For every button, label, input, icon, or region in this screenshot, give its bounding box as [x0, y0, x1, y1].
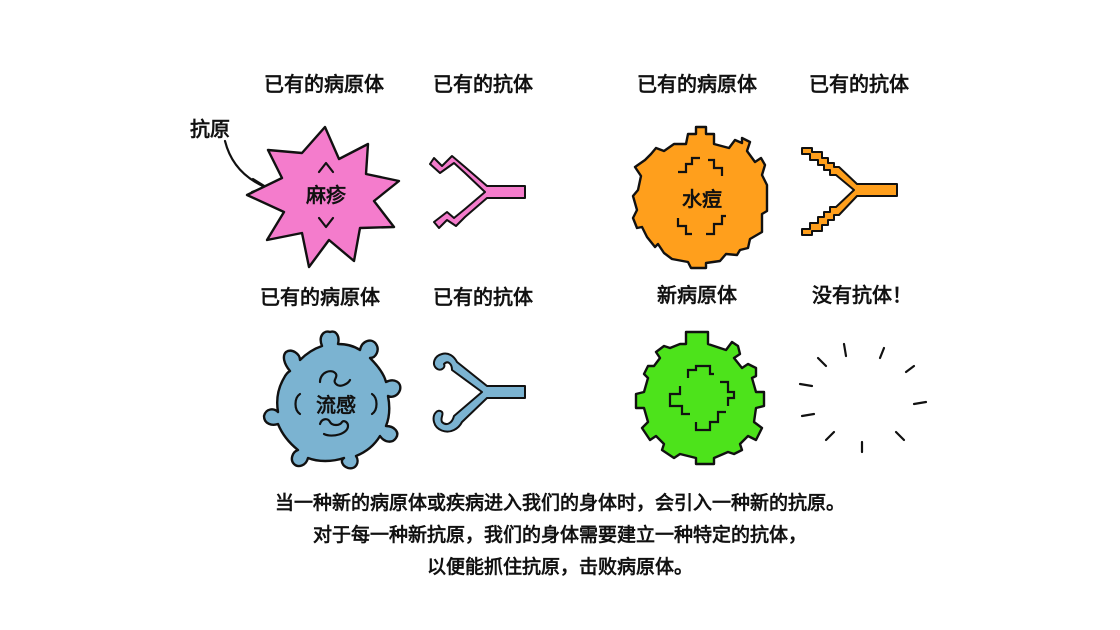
measles-pathogen-body — [245, 125, 401, 269]
flu-disease-label: 流感 — [316, 393, 356, 417]
antibody-label-none: 没有抗体！ — [812, 283, 912, 307]
missing-antibody-marks — [798, 342, 928, 454]
pathogen-label-measles: 已有的病原体 — [264, 72, 384, 96]
flu-antibody — [432, 352, 526, 433]
antibody-label-measles: 已有的抗体 — [433, 72, 533, 96]
chickenpox-antibody — [801, 147, 898, 236]
caption-line-2: 对于每一种新抗原，我们的身体需要建立一种特定的抗体， — [312, 524, 807, 546]
chickenpox-disease-label: 水痘 — [682, 187, 722, 211]
antibody-label-chickenpox: 已有的抗体 — [809, 72, 909, 96]
measles-pathogen: 麻疹 — [245, 125, 401, 269]
pathogen-label-new: 新病原体 — [657, 283, 737, 307]
flu-pathogen: 流感 — [262, 330, 402, 470]
pathogen-label-flu: 已有的病原体 — [260, 285, 380, 309]
new-pathogen — [634, 330, 766, 466]
pathogen-label-chickenpox: 已有的病原体 — [637, 72, 757, 96]
antibody-label-flu: 已有的抗体 — [433, 285, 533, 309]
measles-disease-label: 麻疹 — [305, 183, 347, 207]
caption: 当一种新的病原体或疾病进入我们的身体时，会引入一种新的抗原。 对于每一种新抗原，… — [0, 487, 1120, 583]
caption-line-3: 以便能抓住抗原，击败病原体。 — [426, 556, 693, 578]
measles-antibody — [429, 155, 526, 229]
caption-line-1: 当一种新的病原体或疾病进入我们的身体时，会引入一种新的抗原。 — [274, 492, 845, 514]
antigen-annotation-label: 抗原 — [190, 117, 230, 141]
chickenpox-pathogen: 水痘 — [631, 125, 769, 270]
